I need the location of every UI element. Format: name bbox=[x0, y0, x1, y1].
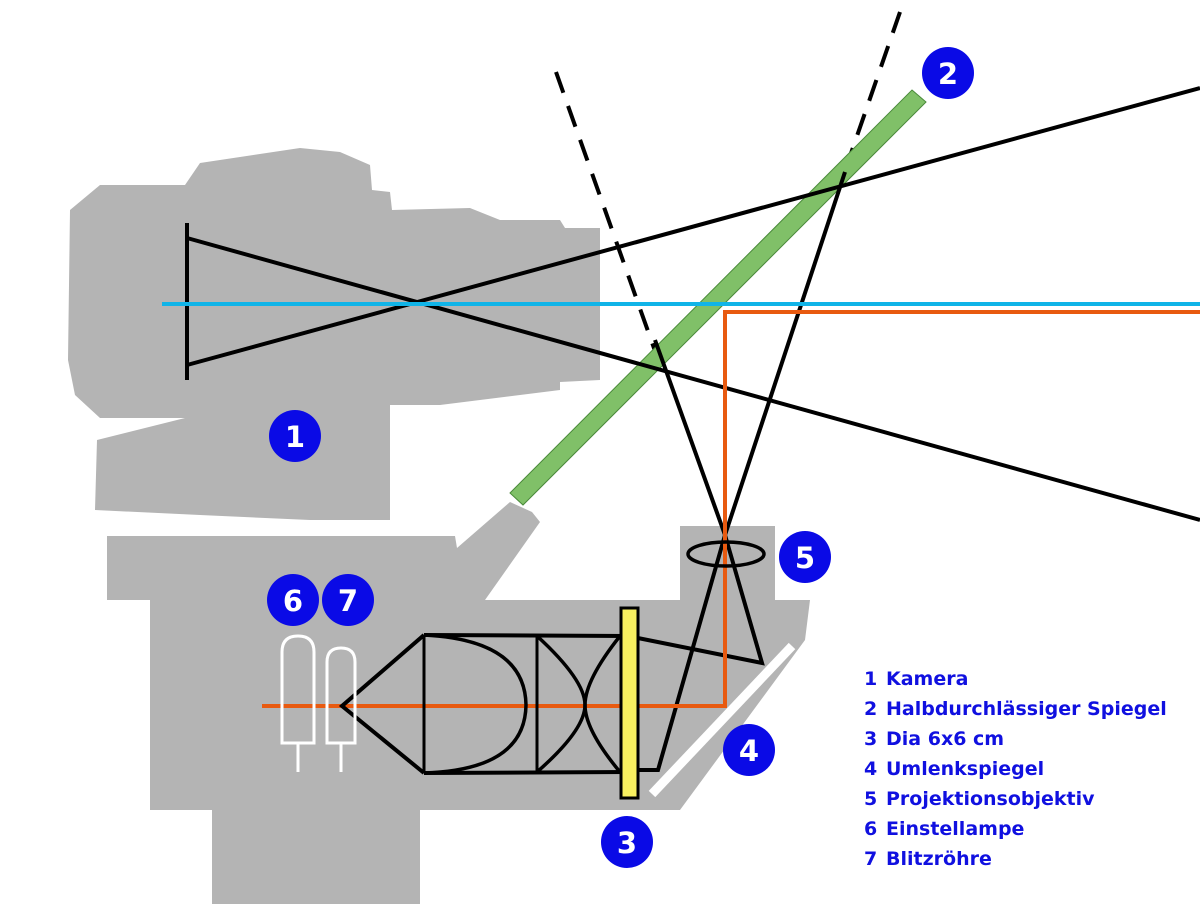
svg-text:7: 7 bbox=[338, 584, 358, 618]
condenser-cone bbox=[338, 633, 426, 775]
svg-text:4: 4 bbox=[739, 734, 759, 768]
condenser-bottom bbox=[423, 770, 629, 775]
proj-ray-c bbox=[627, 534, 765, 666]
proj-ray-b bbox=[723, 171, 847, 536]
condenser-top bbox=[423, 633, 629, 638]
svg-text:1: 1 bbox=[285, 420, 305, 454]
condenser-lens-3 bbox=[583, 634, 622, 774]
badge-7: 7 bbox=[322, 574, 374, 626]
badge-4: 4 bbox=[723, 724, 775, 776]
svg-text:6: 6 bbox=[283, 584, 303, 618]
dashed-line-left bbox=[554, 71, 662, 366]
focusing-lamp bbox=[280, 634, 316, 745]
half-transparent-mirror bbox=[509, 89, 927, 506]
projection-lens bbox=[686, 540, 766, 568]
ray-top bbox=[186, 236, 1200, 522]
ray-bottom bbox=[186, 86, 1200, 367]
badge-6: 6 bbox=[267, 574, 319, 626]
svg-text:2: 2 bbox=[938, 57, 958, 91]
svg-text:5: 5 bbox=[795, 541, 815, 575]
condenser-lens-1 bbox=[423, 633, 528, 775]
badge-2: 2 bbox=[922, 47, 974, 99]
badge-3: 3 bbox=[601, 816, 653, 868]
proj-ray-a bbox=[653, 339, 727, 536]
badge-5: 5 bbox=[779, 531, 831, 583]
deflection-mirror bbox=[648, 642, 796, 798]
svg-text:3: 3 bbox=[617, 826, 637, 860]
camera-body bbox=[68, 148, 600, 520]
slide bbox=[619, 606, 640, 800]
badge-1: 1 bbox=[269, 410, 321, 462]
flash-tube bbox=[325, 646, 357, 745]
light-path bbox=[262, 310, 1200, 708]
